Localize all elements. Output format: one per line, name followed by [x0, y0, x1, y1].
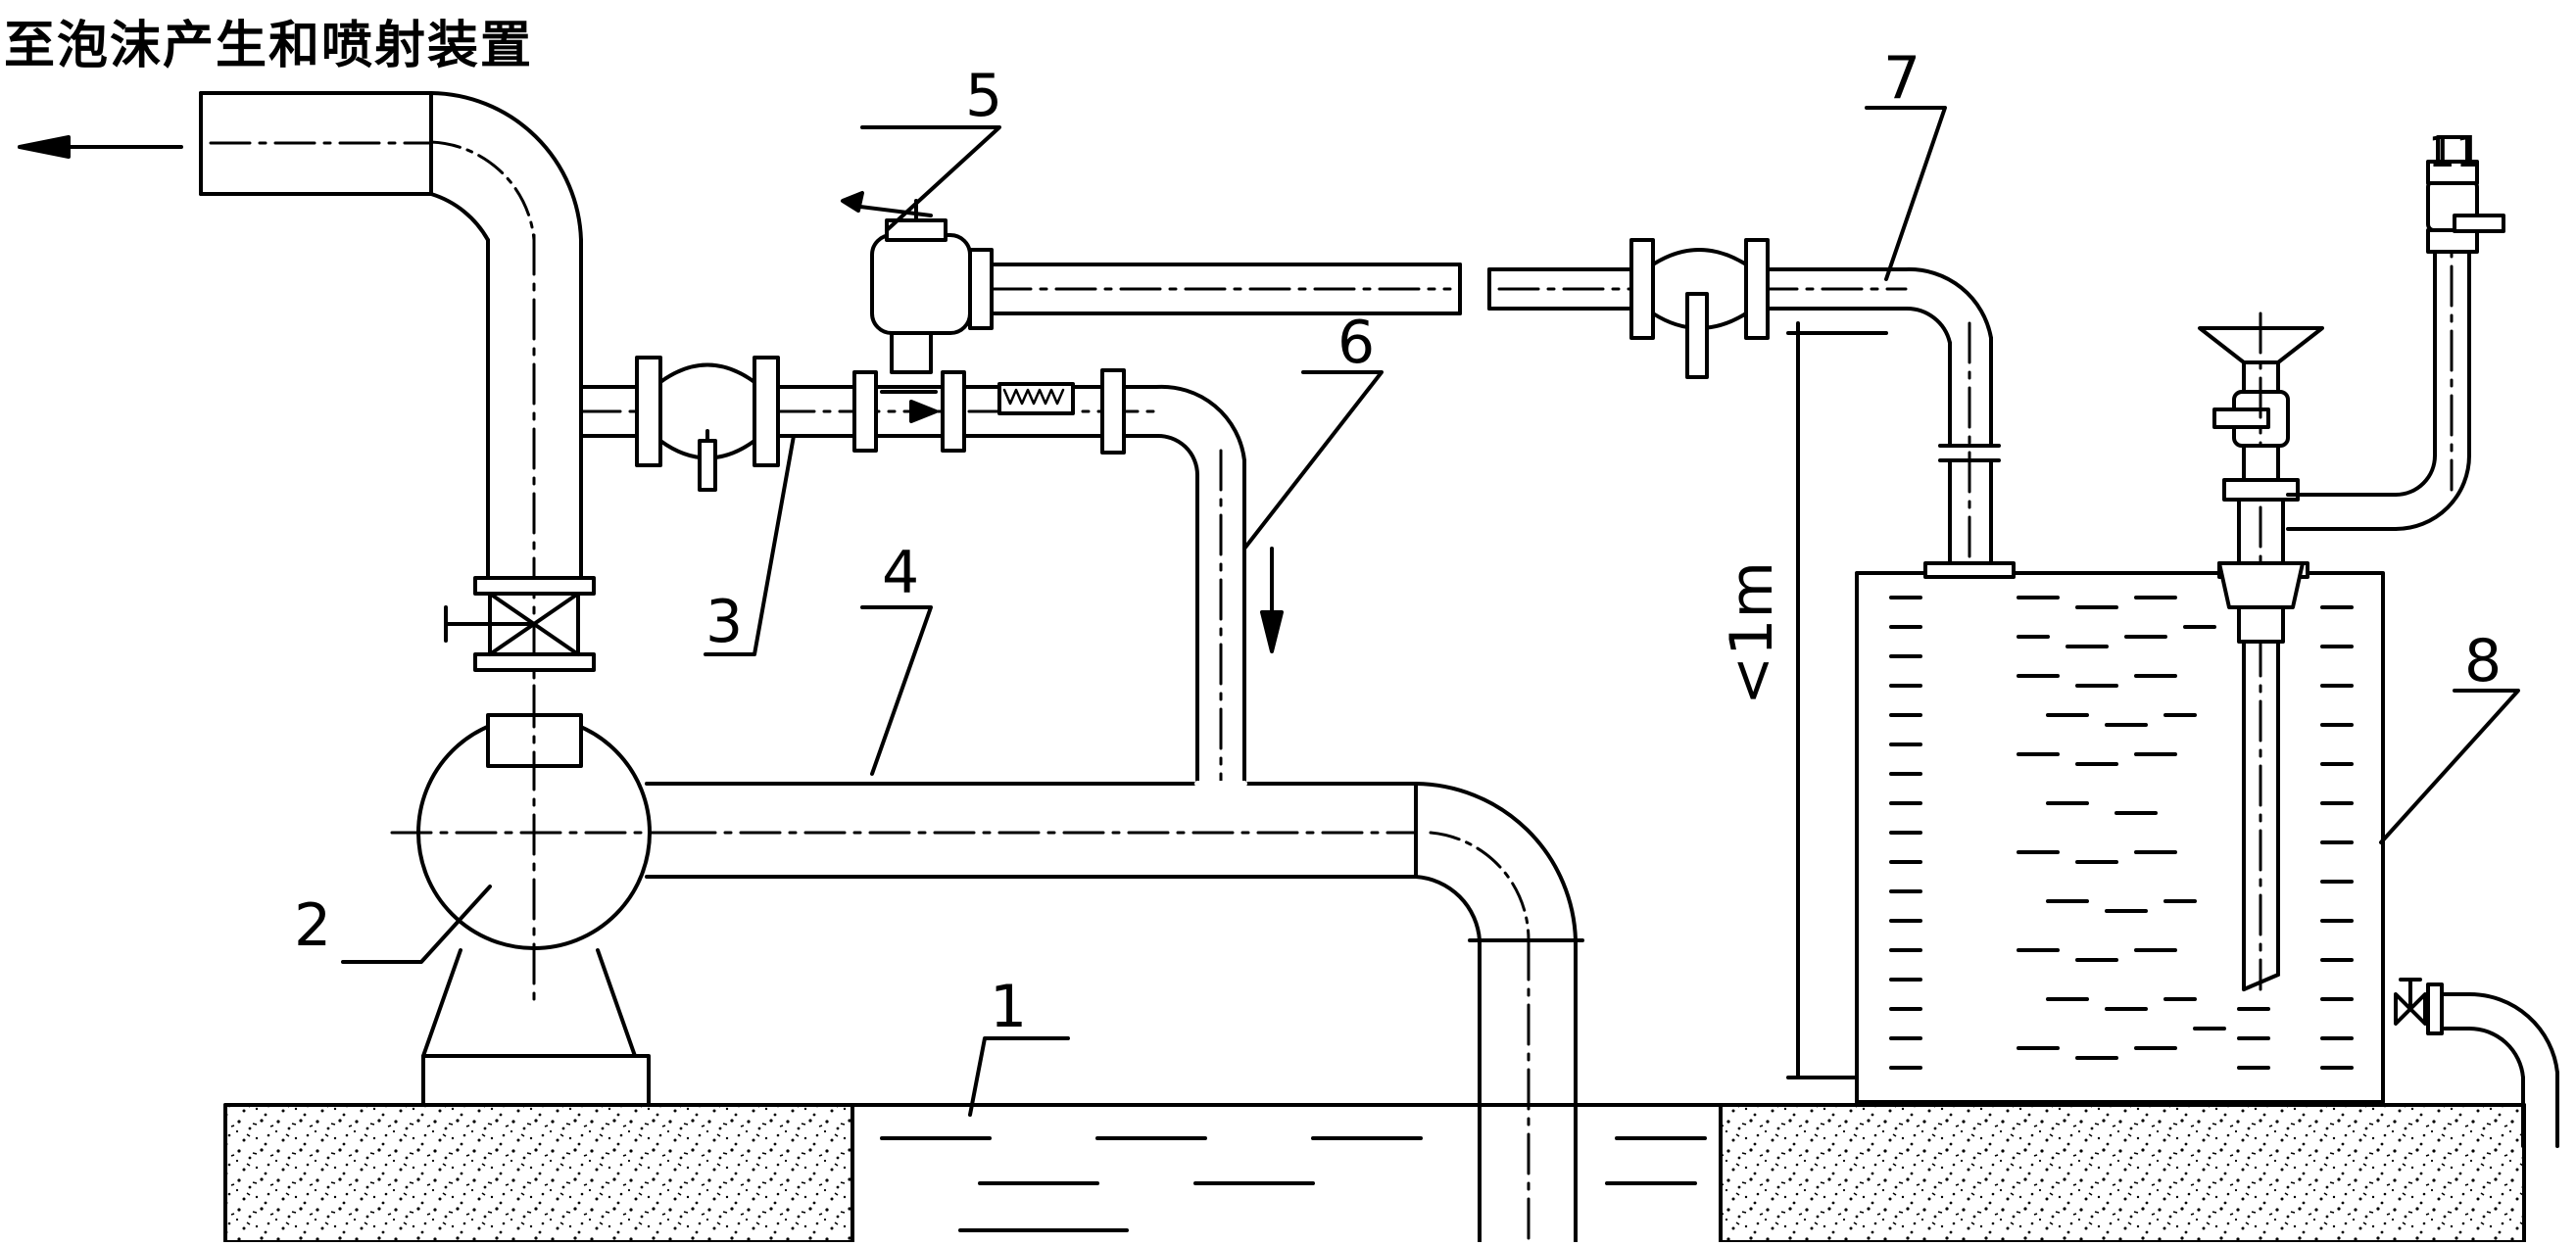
line-7-left: [990, 263, 1462, 315]
label-1: 1: [990, 973, 1027, 1041]
diagram-title: 至泡沫产生和喷射装置: [4, 17, 534, 75]
water-pool: [851, 1103, 1723, 1244]
label-7: 7: [1883, 44, 1920, 113]
branch-elbow-down: [1154, 384, 1247, 787]
vent-pipe-11: [2286, 135, 2505, 531]
branch-valve-a: [635, 356, 780, 492]
label-4: 4: [882, 539, 919, 607]
check-valve-7: [1629, 238, 1770, 379]
funnel: [2198, 312, 2324, 991]
label-11: 11: [2428, 127, 2483, 177]
pump-base: [421, 948, 651, 1107]
leader-lines: [341, 106, 2520, 1117]
suction-pipe: [645, 782, 1584, 1244]
tank-liquid-marks: [1889, 596, 2354, 1070]
ground-left-foundation: [223, 1103, 854, 1244]
label-3: 3: [705, 588, 743, 656]
label-5: 5: [965, 62, 1002, 130]
valve-5: [841, 191, 994, 374]
drain-valve: [2394, 978, 2559, 1148]
outlet-riser-pipe: [473, 233, 596, 768]
label-2: 2: [294, 891, 331, 960]
flow-arrow-out: [18, 135, 183, 159]
dimension-label: <1m: [1718, 561, 1786, 705]
label-8: 8: [2464, 627, 2502, 695]
outlet-pipe-to-foam: [199, 91, 433, 196]
ground-right-foundation: [1719, 1103, 2526, 1244]
flow-arrow-down: [1260, 547, 1284, 653]
riser-gate-valve: [444, 592, 580, 656]
flowmeter: [997, 368, 1126, 455]
label-6: 6: [1337, 309, 1375, 377]
outlet-elbow: [429, 91, 583, 242]
foam-tank: [1855, 561, 2385, 1104]
branch-valve-b: [852, 370, 966, 453]
